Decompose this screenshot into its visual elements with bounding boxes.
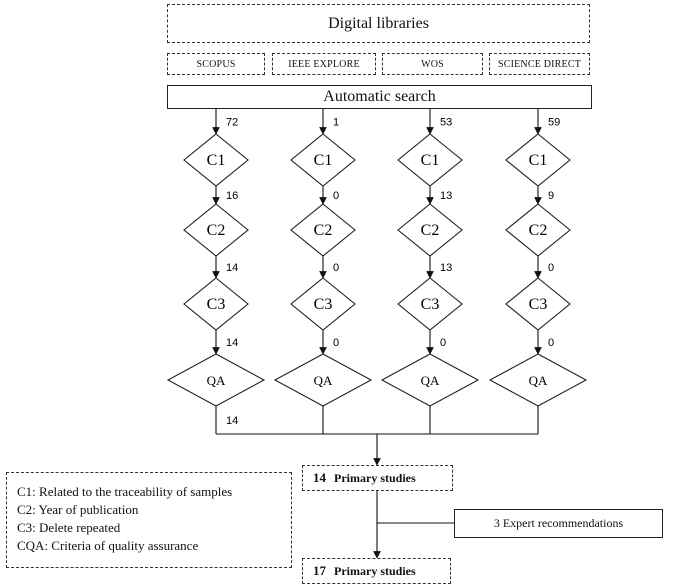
node-c3-science-direct	[505, 277, 571, 331]
node-label-c1-scopus: C1	[207, 152, 226, 169]
source-label-wos: WOS	[421, 58, 444, 70]
node-label-c3-wos: C3	[421, 296, 440, 313]
node-label-c3-ieee-explore: C3	[314, 296, 333, 313]
node-c1-scopus	[183, 133, 249, 187]
node-label-c1-wos: C1	[421, 152, 440, 169]
source-label-scopus: SCOPUS	[196, 58, 236, 70]
count-wos-1: 53	[440, 117, 452, 129]
node-c2-scopus	[183, 203, 249, 257]
count-ieee-explore-1: 1	[333, 117, 339, 129]
node-c1-science-direct	[505, 133, 571, 187]
node-label-c2-wos: C2	[421, 222, 440, 239]
node-c1-wos	[397, 133, 463, 187]
node-qa-scopus	[166, 353, 266, 407]
node-label-qa-scopus: QA	[207, 373, 226, 388]
count-scopus-3: 14	[226, 262, 238, 274]
expert-recommendations-label: 3 Expert recommendations	[493, 516, 624, 530]
criteria-legend: C1: Related to the traceability of sampl…	[6, 472, 292, 568]
count-science-direct-3: 0	[548, 262, 554, 274]
node-qa-ieee-explore	[273, 353, 373, 407]
node-qa-wos	[380, 353, 480, 407]
count-ieee-explore-4: 0	[333, 337, 339, 349]
digital-libraries-title: Digital libraries	[328, 14, 429, 32]
count-wos-4: 0	[440, 337, 446, 349]
node-label-c2-science-direct: C2	[529, 222, 548, 239]
node-label-c3-science-direct: C3	[529, 296, 548, 313]
expert-recommendations-box: 3 Expert recommendations	[454, 509, 663, 538]
count-scopus-1: 72	[226, 117, 238, 129]
source-box-scopus: SCOPUS	[167, 53, 265, 75]
node-label-c1-science-direct: C1	[529, 152, 548, 169]
source-box-wos: WOS	[382, 53, 483, 75]
legend-item-c2: C2: Year of publication	[17, 502, 139, 517]
node-label-c1-ieee-explore: C1	[314, 152, 333, 169]
node-c1-ieee-explore	[290, 133, 356, 187]
source-label-ieee-explore: IEEE EXPLORE	[288, 58, 360, 70]
count-scopus-2: 16	[226, 190, 238, 202]
source-box-ieee-explore: IEEE EXPLORE	[272, 53, 376, 75]
count-ieee-explore-3: 0	[333, 262, 339, 274]
count-science-direct-2: 9	[548, 190, 554, 202]
node-label-c3-scopus: C3	[207, 296, 226, 313]
count-wos-2: 13	[440, 190, 452, 202]
automatic-search-box: Automatic search	[167, 85, 592, 109]
node-qa-science-direct	[488, 353, 588, 407]
count-wos-3: 13	[440, 262, 452, 274]
count-ieee-explore-2: 0	[333, 190, 339, 202]
node-label-c2-ieee-explore: C2	[314, 222, 333, 239]
legend-item-c3: C3: Delete repeated	[17, 520, 121, 535]
primary-studies-label: Primary studies	[334, 470, 416, 485]
node-c3-scopus	[183, 277, 249, 331]
node-c2-wos	[397, 203, 463, 257]
count-scopus-5: 14	[226, 415, 238, 427]
automatic-search-label: Automatic search	[323, 88, 436, 105]
node-label-qa-science-direct: QA	[529, 373, 548, 388]
node-label-qa-wos: QA	[421, 373, 440, 388]
final-primary-studies-count: 17	[313, 563, 326, 578]
digital-libraries-box: Digital libraries	[167, 4, 590, 43]
final-primary-studies-label: Primary studies	[334, 563, 416, 578]
primary-studies-box: 14 Primary studies	[302, 465, 453, 491]
source-label-science-direct: SCIENCE DIRECT	[497, 58, 582, 70]
legend-item-cqa: CQA: Criteria of quality assurance	[17, 538, 199, 553]
node-c3-wos	[397, 277, 463, 331]
node-label-c2-scopus: C2	[207, 222, 226, 239]
node-c3-ieee-explore	[290, 277, 356, 331]
node-label-qa-ieee-explore: QA	[314, 373, 333, 388]
count-science-direct-4: 0	[548, 337, 554, 349]
source-box-science-direct: SCIENCE DIRECT	[489, 53, 590, 75]
final-primary-studies-box: 17 Primary studies	[302, 558, 451, 584]
node-c2-ieee-explore	[290, 203, 356, 257]
primary-studies-count: 14	[313, 470, 326, 485]
count-scopus-4: 14	[226, 337, 238, 349]
node-c2-science-direct	[505, 203, 571, 257]
legend-item-c1: C1: Related to the traceability of sampl…	[17, 484, 233, 499]
count-science-direct-1: 59	[548, 117, 560, 129]
